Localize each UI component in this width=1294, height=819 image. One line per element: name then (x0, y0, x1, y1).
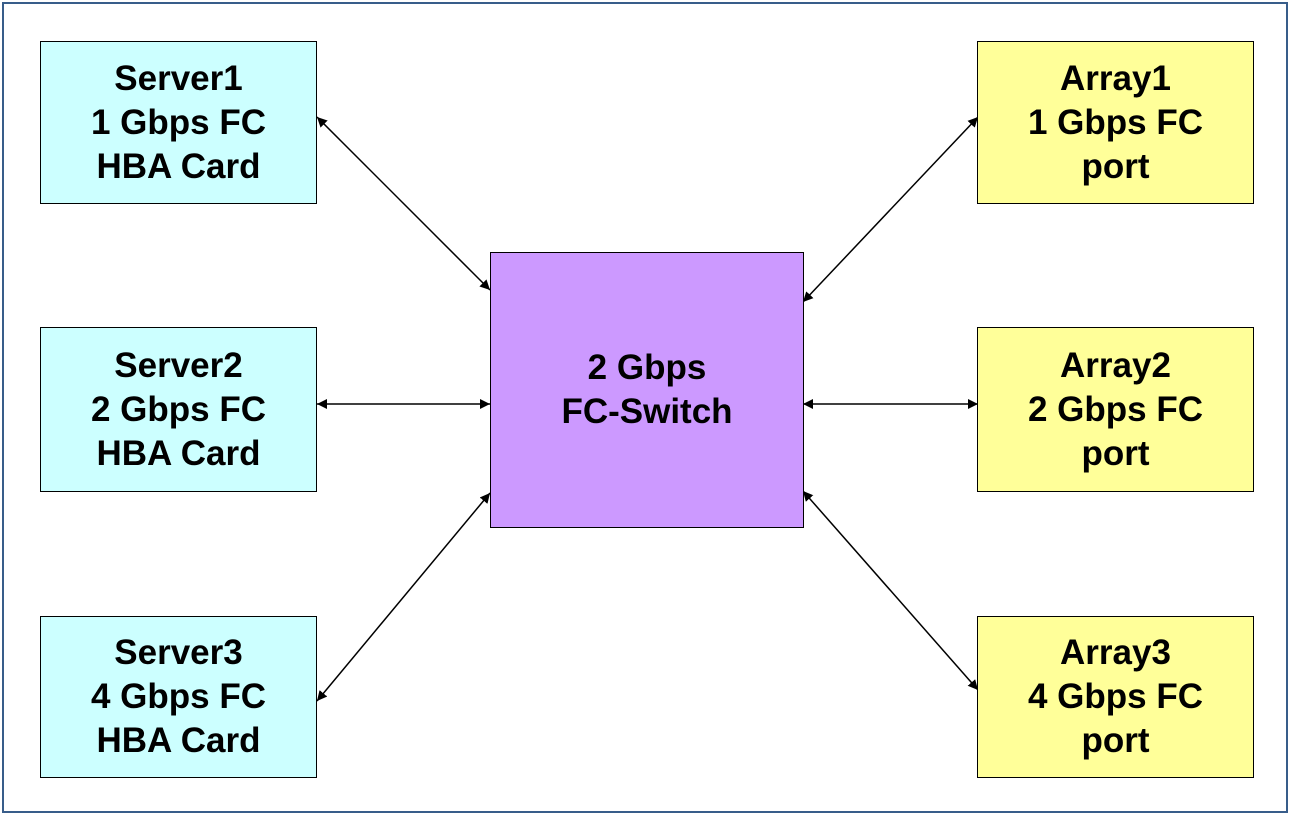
connector-server3-switch (316, 492, 491, 702)
connector-server1-switch (316, 116, 491, 291)
array-1-speed: 1 Gbps FC (1027, 102, 1204, 142)
array-2-name: Array2 (1060, 345, 1171, 385)
server-3-type: HBA Card (96, 721, 261, 760)
server-3-name: Server3 (114, 633, 243, 672)
switch-type: FC-Switch (561, 392, 733, 431)
connector-switch-array3 (802, 490, 979, 691)
server-3-speed: 4 Gbps FC (90, 677, 267, 716)
array-1: Array1 1 Gbps FC port (977, 41, 1254, 204)
array-1-type: port (1081, 146, 1150, 186)
array-2: Array2 2 Gbps FC port (977, 327, 1254, 492)
array-1-name: Array1 (1060, 58, 1171, 98)
server-1-name: Server1 (114, 58, 243, 98)
fc-switch: 2 Gbps FC-Switch (490, 252, 804, 528)
server-1-speed: 1 Gbps FC (90, 102, 267, 142)
array-3: Array3 4 Gbps FC port (977, 616, 1254, 778)
array-2-speed: 2 Gbps FC (1027, 389, 1204, 429)
server-2: Server2 2 Gbps FC HBA Card (40, 327, 317, 492)
server-2-speed: 2 Gbps FC (90, 389, 267, 429)
array-3-type: port (1081, 721, 1150, 760)
server-1-type: HBA Card (96, 146, 261, 186)
server-3: Server3 4 Gbps FC HBA Card (40, 616, 317, 778)
switch-speed: 2 Gbps (587, 348, 707, 387)
server-2-type: HBA Card (96, 433, 261, 473)
array-2-type: port (1081, 433, 1150, 473)
connector-switch-array1 (802, 116, 979, 303)
array-3-speed: 4 Gbps FC (1027, 677, 1204, 716)
server-2-name: Server2 (114, 345, 243, 385)
array-3-name: Array3 (1060, 633, 1171, 672)
server-1: Server1 1 Gbps FC HBA Card (40, 41, 317, 204)
